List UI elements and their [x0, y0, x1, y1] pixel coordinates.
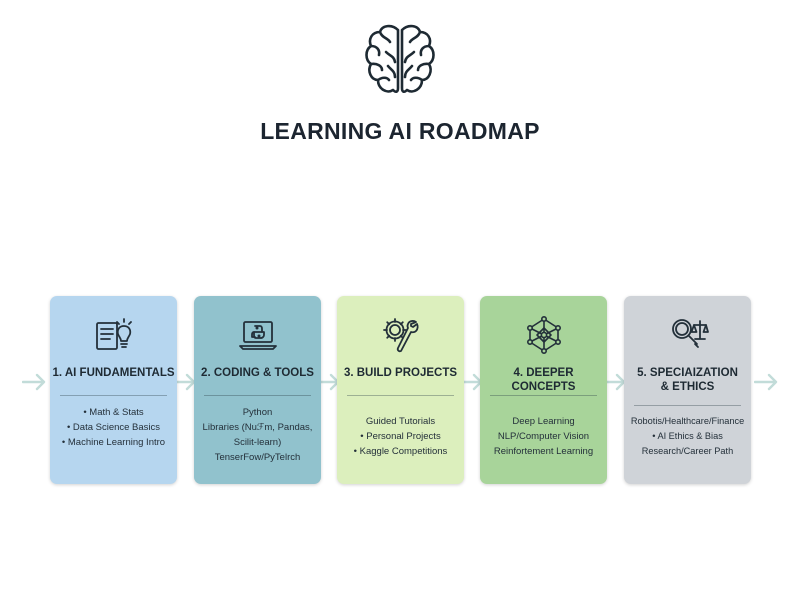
- stage-card-coding-tools: 2. CODING & TOOLS Python Libraries (Nuℱm…: [194, 296, 321, 484]
- stage-items: Deep Learning NLP/Computer Vision Reinfo…: [482, 414, 605, 459]
- arrow-right-edge: [754, 373, 778, 391]
- stage-card-specialization-ethics: 5. SPECIAIZATION & ETHICS Robotis/Health…: [624, 296, 751, 484]
- divider: [204, 395, 311, 396]
- stage-card-deeper-concepts: 4. DEEPER CONCEPTS Deep Learning NLP/Com…: [480, 296, 607, 484]
- magnifier-scales-icon: [671, 319, 709, 348]
- list-item: Research/Career Path: [641, 446, 734, 456]
- stage-heading: 1. AI FUNDAMENTALS: [52, 367, 175, 379]
- page-title: LEARNING AI ROADMAP: [260, 118, 540, 144]
- book-lightbulb-icon: [95, 318, 132, 350]
- stage-heading: 4. DEEPER CONCEPTS: [511, 367, 576, 393]
- stage-heading: 3. BUILD PROJECTS: [343, 367, 458, 379]
- list-item: Libraries (Nuℱm, Pandas,: [202, 422, 313, 433]
- divider: [60, 395, 167, 396]
- stage-heading: 5. SPECIAIZATION & ETHICS: [624, 366, 751, 394]
- brain-icon: [365, 24, 435, 94]
- stage-card-build-projects: 3. BUILD PROJECTS Guided Tutorials • Per…: [337, 296, 464, 484]
- divider: [634, 405, 741, 406]
- gear-wrench-icon: [382, 318, 419, 353]
- list-item: TenserFow/PyTelrch: [214, 452, 301, 463]
- neural-network-icon: [526, 315, 561, 354]
- list-item: • Personal Projects: [360, 431, 441, 442]
- stage-heading-line1: 5. SPECIAIZATION: [637, 367, 738, 379]
- divider: [347, 395, 454, 396]
- list-item: NLP/Computer Vision: [497, 431, 590, 442]
- stage-items: • Math & Stats • Data Science Basics • M…: [52, 405, 175, 450]
- list-item: • Machine Learning Intro: [61, 437, 166, 448]
- list-item: Python: [242, 407, 273, 418]
- list-item: Robotis/Healthcare/Finance: [630, 416, 745, 426]
- list-item: • Kaggle Competitions: [353, 446, 448, 457]
- list-item: Scilit-learn): [233, 437, 282, 448]
- laptop-python-icon: [238, 321, 277, 350]
- list-item: • AI Ethics & Bias: [652, 431, 723, 441]
- stage-heading-line2: & ETHICS: [660, 381, 715, 393]
- list-item: • Math & Stats: [83, 407, 144, 418]
- list-item: Guided Tutorials: [365, 416, 436, 427]
- roadmap-flow: 1. AI FUNDAMENTALS • Math & Stats • Data…: [0, 296, 800, 486]
- list-item: Deep Learning: [512, 416, 575, 427]
- stage-items: Guided Tutorials • Personal Projects • K…: [339, 414, 462, 459]
- stage-card-ai-fundamentals: 1. AI FUNDAMENTALS • Math & Stats • Data…: [50, 296, 177, 484]
- list-item: • Data Science Basics: [66, 422, 161, 433]
- stage-items: Robotis/Healthcare/Finance • AI Ethics &…: [626, 414, 749, 459]
- arrow-left-edge: [22, 373, 46, 391]
- stage-heading: 2. CODING & TOOLS: [201, 367, 314, 379]
- divider: [490, 395, 597, 396]
- stage-items: Python Libraries (Nuℱm, Pandas, Scilit-l…: [196, 405, 319, 465]
- list-item: Reinfortement Learning: [493, 446, 594, 457]
